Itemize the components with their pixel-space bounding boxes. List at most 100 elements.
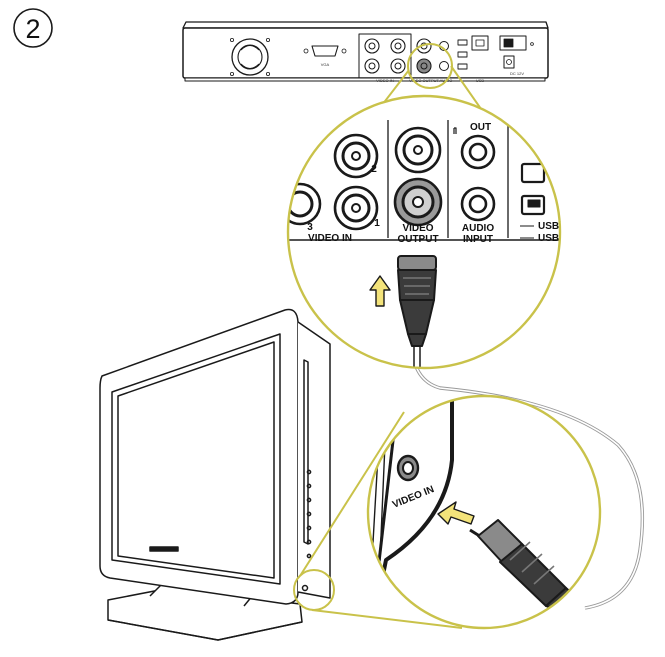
- zoom-audio-in-inner: [468, 194, 488, 214]
- video-in-port-4-core: [368, 42, 376, 50]
- vga-port: [311, 45, 339, 57]
- tv-side-panel: [297, 321, 331, 599]
- rear-video-in-label: VIDEO IN: [376, 78, 394, 83]
- rear-usb-label: USB: [476, 78, 485, 83]
- zoom-video-in-label: VIDEO IN: [308, 233, 352, 244]
- bnc-plug-boot-end: [407, 333, 427, 347]
- zoom-video-in-1: [333, 185, 379, 231]
- zoom-usb-label-1: USB: [538, 221, 559, 232]
- zoom-top-ring: [286, 94, 562, 370]
- zoom-top-content: 2 3 1 OUT USB USB VIDEO IN V: [288, 120, 560, 368]
- bnc-plug: [397, 255, 437, 368]
- video-out-port-upper: [416, 38, 432, 54]
- screw: [265, 38, 270, 43]
- zoom-video-out-upper: [394, 126, 442, 174]
- video-in-port-1-core: [394, 62, 402, 70]
- video-in-port-2-core: [394, 42, 402, 50]
- insert-arrow-up: [369, 275, 391, 307]
- bnc-plug-body: [397, 269, 437, 301]
- channel-2-label: 2: [371, 164, 377, 175]
- video-out-port-connected: [416, 58, 432, 74]
- tv-button: [306, 511, 312, 517]
- dc-jack: [503, 55, 515, 69]
- screw: [265, 72, 270, 77]
- tv-logo: [149, 546, 179, 552]
- tv-screen: [111, 333, 281, 585]
- zoom-video-out-upper-ring: [402, 134, 434, 166]
- television: [99, 308, 335, 641]
- channel-1-label: 1: [374, 218, 380, 229]
- tv-video-in-port: [301, 584, 309, 592]
- screw: [229, 38, 234, 43]
- zoom-output-cut-label: OUT: [470, 122, 491, 133]
- zoom-video-out-target-pin: [412, 196, 424, 208]
- usb-port: [457, 63, 468, 70]
- dvr-zoom-callout: 2 3 1 OUT USB USB VIDEO IN V: [286, 43, 562, 370]
- zoom-audio-out: [460, 134, 496, 170]
- zoom-usb-port-upper: [520, 162, 546, 184]
- video-in-port-4: [364, 38, 380, 54]
- zoom-video-output-label-2: OUTPUT: [397, 234, 438, 245]
- step-marker: 2: [13, 8, 53, 48]
- tv-screen-inner: [117, 341, 275, 579]
- zoom-video-in-2-pin: [351, 151, 361, 161]
- tv-button: [306, 497, 312, 503]
- audio-in-port: [439, 61, 449, 71]
- tv-stand-base-edge: [107, 619, 303, 641]
- dvr-top: [182, 21, 549, 29]
- zoom-audio-input-label-2: INPUT: [463, 234, 493, 245]
- tv-edge-inner: [368, 396, 454, 628]
- zoom-bottom-ring: [366, 394, 602, 630]
- zoom-video-in-3: [288, 182, 322, 226]
- usb-port: [457, 51, 468, 58]
- tv-button: [306, 539, 312, 545]
- power-switch: [503, 38, 514, 48]
- rear-callout-origin: [407, 43, 453, 89]
- zoom-video-in-2-ring: [341, 141, 371, 171]
- bnc-plug-tip: [397, 255, 437, 271]
- zoom-video-in-3-ring: [288, 190, 314, 218]
- rca-plug-grip: [509, 541, 555, 585]
- zoom-audio-input-label-1: AUDIO: [462, 223, 494, 234]
- tv-button: [306, 469, 312, 475]
- zoom-usb-port-lower-tongue: [527, 199, 541, 208]
- video-out-port-connected-core: [420, 62, 428, 70]
- fan-grille: [240, 45, 260, 69]
- rear-video-out-label: VIDEO OUTPUT: [409, 78, 440, 83]
- usb-port: [457, 39, 468, 46]
- video-cable: [412, 355, 644, 609]
- zoom-video-in-1-pin: [351, 203, 361, 213]
- tv-callout-line-top: [299, 411, 405, 577]
- lan-port-inner: [475, 39, 485, 47]
- dvr-recorder: VGA VIDEO IN VIDEO OUTPUT AUDIO USB: [182, 21, 549, 83]
- tv-zoom-callout: VIDEO IN: [299, 394, 602, 630]
- zoom-video-output-label-1: VIDEO: [402, 223, 433, 234]
- screw: [229, 72, 234, 77]
- zoom-video-out-upper-pin: [413, 145, 423, 155]
- tv-button: [306, 483, 312, 489]
- zoom-audio-in: [460, 186, 496, 222]
- video-in-port-3-core: [368, 62, 376, 70]
- tv-rca-jack-core: [402, 461, 414, 475]
- zoom-usb-label-2: USB: [538, 233, 559, 244]
- vga-label: VGA: [321, 62, 330, 67]
- vga-screw: [303, 48, 309, 54]
- zoom-video-in-2: [333, 133, 379, 179]
- ground-screw: [530, 42, 534, 46]
- step-number: 2: [25, 14, 40, 44]
- tv-button: [306, 525, 312, 531]
- usb-symbol-lines: [520, 225, 534, 239]
- channel-3-label: 3: [307, 222, 313, 233]
- fan-outer: [231, 38, 269, 76]
- dc-jack-core: [506, 59, 512, 65]
- bnc-plug-grip: [403, 277, 431, 295]
- zoom-video-in-1-ring: [341, 193, 371, 223]
- tv-callout-line-bottom: [311, 609, 463, 629]
- zoom-audio-out-inner: [468, 142, 488, 162]
- step-circle: [13, 8, 53, 48]
- power-switch-housing: [499, 35, 527, 51]
- rear-dc-label: DC 12V: [510, 71, 524, 76]
- output-bracket: [453, 127, 457, 134]
